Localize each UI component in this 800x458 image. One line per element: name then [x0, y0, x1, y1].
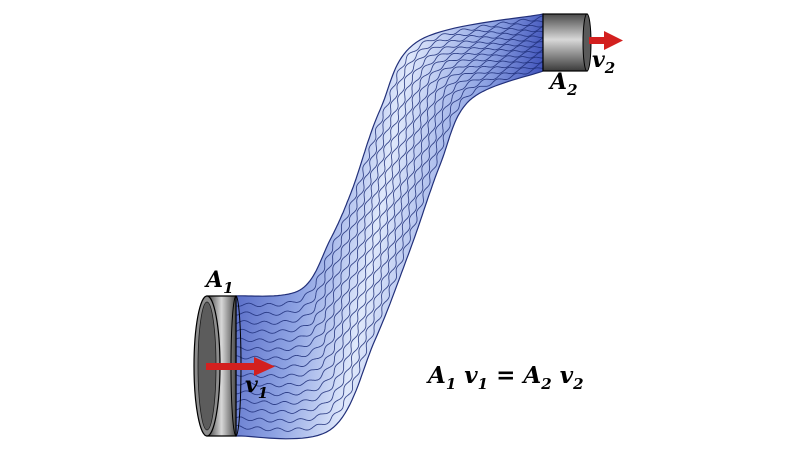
label-a1: A1	[204, 267, 234, 297]
streamline	[236, 35, 543, 352]
streamline	[236, 20, 543, 316]
label-v1: v1	[245, 372, 268, 402]
streamline	[236, 30, 543, 343]
velocity-arrow-v2	[589, 31, 623, 50]
streamline	[236, 46, 543, 379]
velocity-arrow-v1	[206, 357, 275, 376]
streamline	[236, 15, 543, 308]
streamline	[236, 61, 543, 423]
label-a2: A2	[548, 69, 578, 99]
streamline	[236, 24, 543, 325]
streamline	[236, 37, 543, 361]
streamline	[236, 26, 543, 334]
streamline	[236, 41, 543, 370]
continuity-equation: A1 v1 = A2 v2	[426, 362, 584, 393]
streamline	[236, 67, 543, 432]
streamline	[236, 51, 543, 397]
label-v2: v2	[592, 47, 615, 77]
outlet-pipe	[542, 13, 592, 72]
streamline	[236, 48, 543, 388]
streamline	[236, 56, 543, 405]
streamlines	[236, 15, 543, 432]
streamline	[236, 60, 543, 414]
